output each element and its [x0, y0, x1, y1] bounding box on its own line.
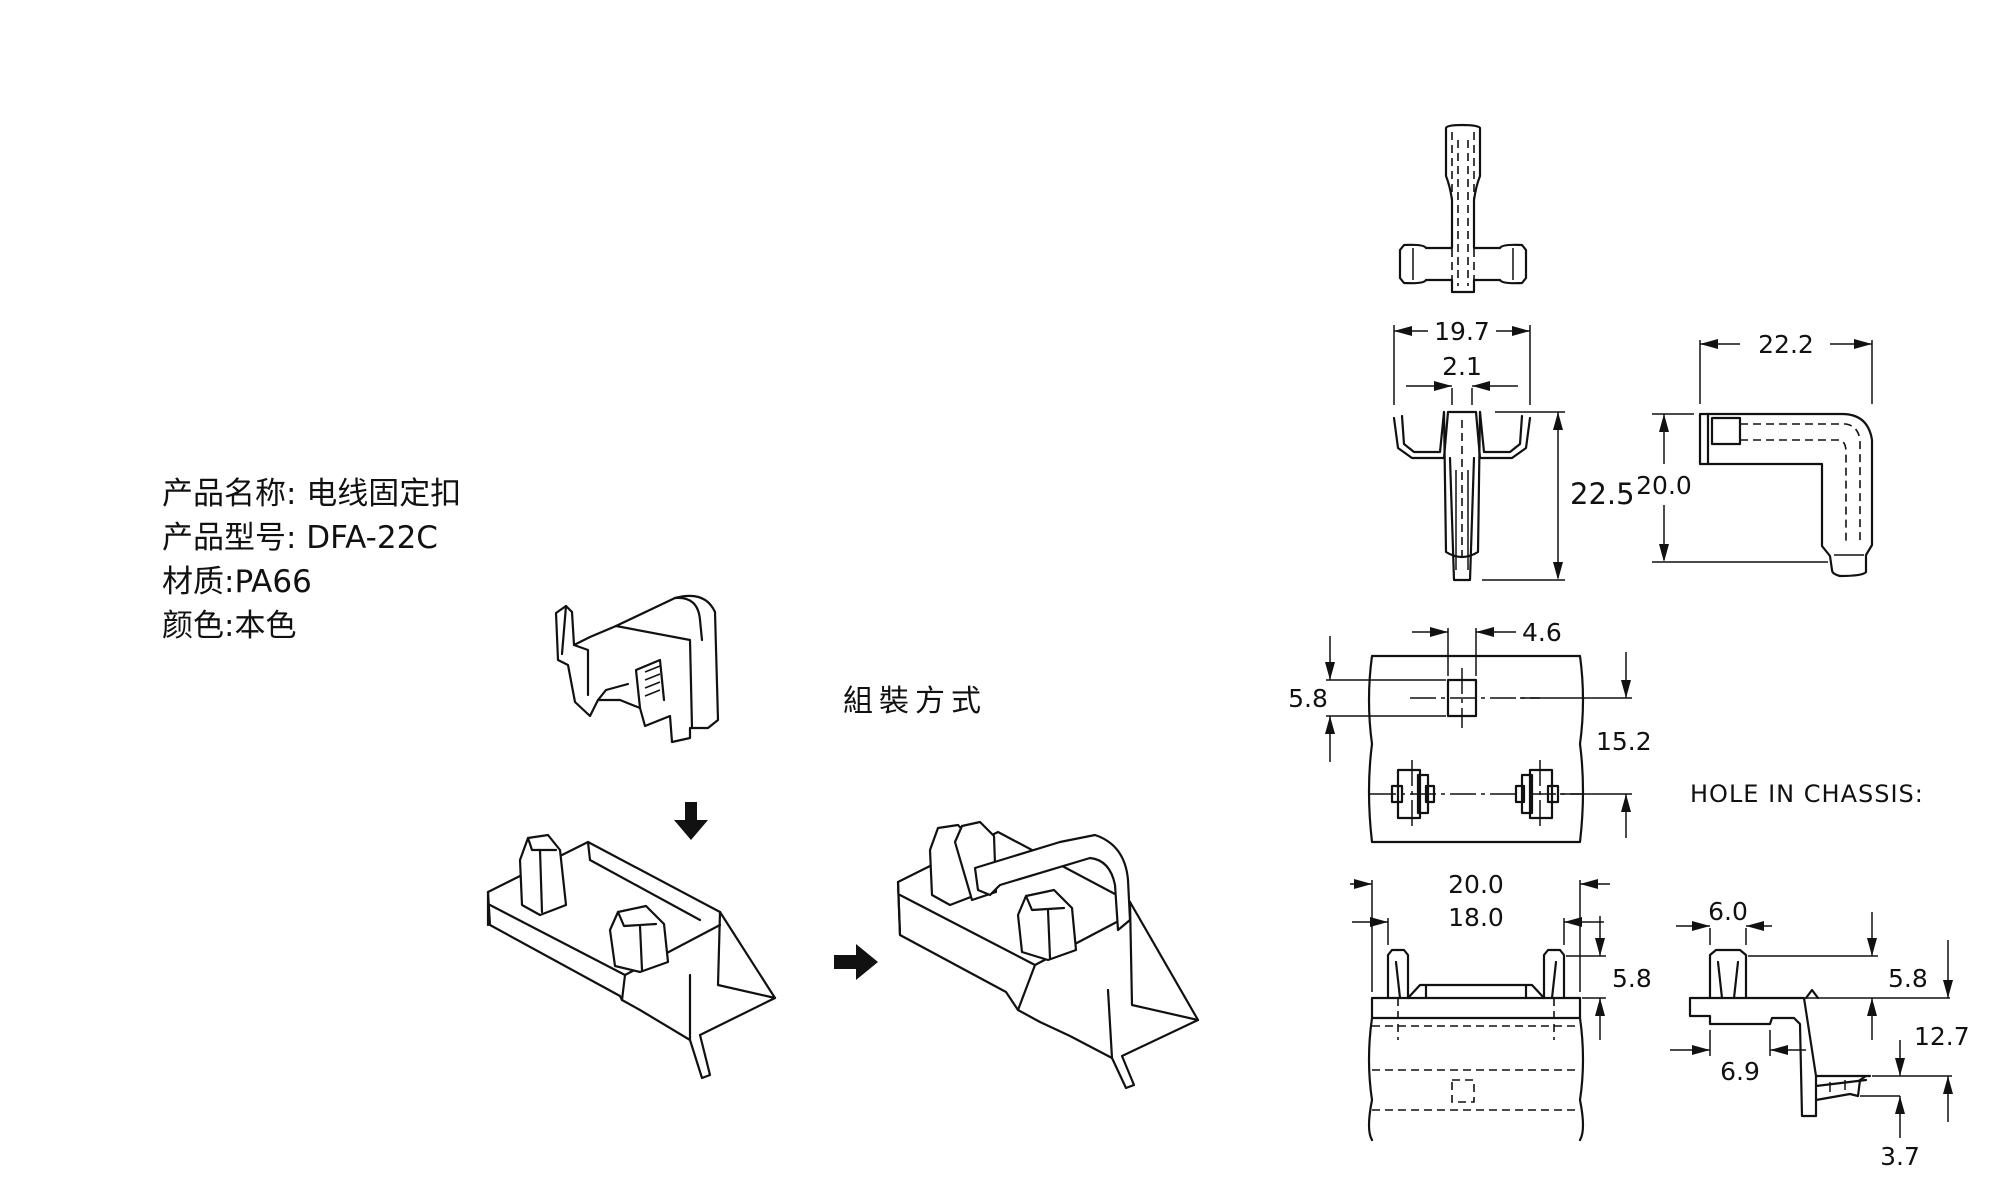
hole-width-label: 4.6: [1522, 618, 1562, 647]
foot-height-label: 3.7: [1880, 1142, 1920, 1171]
assembly-caption: 組裝方式: [843, 684, 987, 719]
material-line: 材质:PA66: [162, 564, 312, 600]
side-width-label: 22.2: [1758, 330, 1814, 359]
clip-part-illustration: [554, 594, 720, 744]
base-part-illustration: [486, 833, 777, 1080]
chassis-hole-dimensions: 4.6 5.8 15.2: [1288, 618, 1652, 838]
inner-span-label: 18.0: [1448, 903, 1504, 932]
hole-height-label: 5.8: [1288, 684, 1328, 713]
product-model-line: 产品型号: DFA-22C: [162, 520, 438, 556]
front-view: [1392, 410, 1532, 582]
side-view-dimensions: 22.2 20.0: [1636, 330, 1873, 563]
down-arrow-icon: [674, 802, 708, 840]
post-height-b-label: 5.8: [1888, 964, 1928, 993]
outer-span-label: 20.0: [1448, 870, 1504, 899]
front-view-dimensions: 19.7 2.1 22.5: [1393, 317, 1635, 581]
right-arrow-icon: [834, 944, 878, 980]
chassis-hole-view: [1367, 654, 1585, 844]
bottom-side-dimensions: 6.0 5.8 6.9 12.7 3.7: [1670, 897, 1970, 1171]
post-height-a-label: 5.8: [1612, 964, 1652, 993]
tip-width-label: 6.0: [1708, 897, 1748, 926]
bottom-front-dimensions: 20.0 18.0 5.8: [1350, 870, 1652, 1040]
hole-spacing-label: 15.2: [1596, 727, 1652, 756]
bottom-front-view: [1367, 948, 1585, 1142]
bottom-side-view: [1688, 948, 1872, 1118]
top-view: [1398, 123, 1528, 294]
side-view: [1698, 412, 1874, 578]
slot-width-label: 2.1: [1442, 352, 1482, 381]
front-width-label: 19.7: [1434, 317, 1490, 346]
hole-in-chassis-label: HOLE IN CHASSIS:: [1690, 780, 1924, 808]
side-height-label: 20.0: [1636, 471, 1692, 500]
product-name-line: 产品名称: 电线固定扣: [162, 476, 462, 512]
front-height-label: 22.5: [1570, 477, 1635, 511]
color-line: 颜色:本色: [162, 608, 297, 644]
assembled-illustration: [896, 820, 1200, 1090]
total-height-label: 12.7: [1914, 1022, 1970, 1051]
base-width-label: 6.9: [1720, 1057, 1760, 1086]
